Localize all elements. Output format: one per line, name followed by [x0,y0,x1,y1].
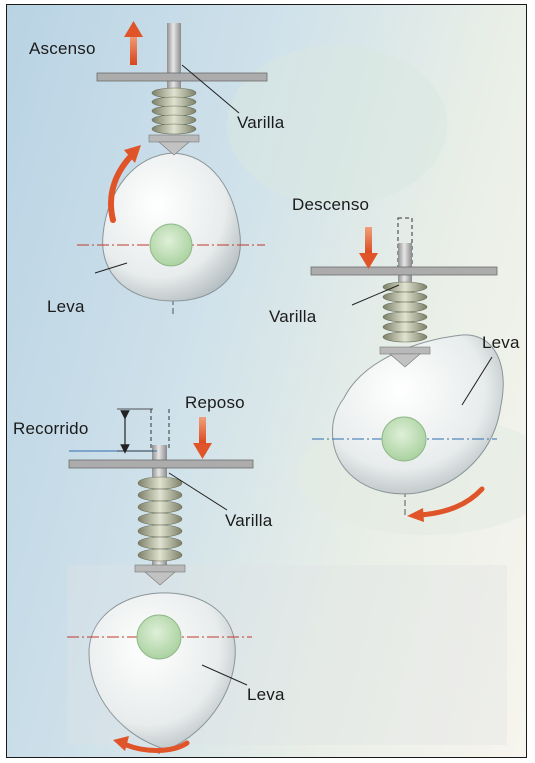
spring [152,88,196,134]
label-recorrido: Recorrido [13,419,89,439]
spring [383,282,427,342]
cam-follower-figure: Ascenso Varilla Leva Descenso Varilla Le… [6,4,527,758]
follower-collar [135,565,185,572]
follower-collar [380,347,430,354]
label-reposo: Reposo [185,393,245,413]
arrow-down-head [193,443,212,459]
guide-plate [69,460,253,468]
label-varilla-descent: Varilla [269,307,316,327]
label-varilla-ascent: Varilla [237,113,284,133]
label-ascenso: Ascenso [29,39,96,59]
arrow-up-head [124,21,143,37]
cam-hub [137,615,181,659]
cam-hub [382,417,426,461]
follower-tip [159,142,189,155]
arrow-up-icon [130,35,137,65]
guide-plate [311,267,497,275]
spring [138,477,182,561]
leader-line-varilla [182,65,239,113]
arrow-down-icon [199,417,206,445]
mechanism-ascent [77,21,267,315]
label-leva-descent: Leva [482,333,520,353]
cam-hub [150,224,192,266]
guide-plate [97,73,267,81]
follower-collar [149,135,199,142]
label-descenso: Descenso [292,195,369,215]
label-leva-ascent: Leva [47,297,85,317]
label-varilla-rest: Varilla [225,511,272,531]
arrow-down-icon [365,227,372,255]
label-leva-rest: Leva [247,685,285,705]
